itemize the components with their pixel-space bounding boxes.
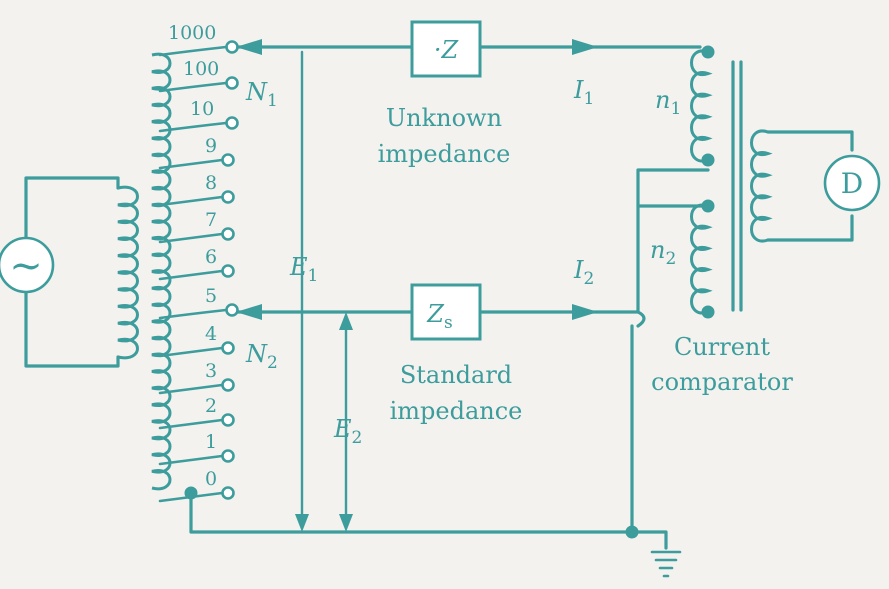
detector-label: D: [841, 167, 863, 200]
tap-lead: [158, 308, 228, 320]
voltage-indicators: [295, 50, 353, 532]
i1-arrow: [572, 39, 598, 55]
tap-terminal[interactable]: [221, 190, 235, 204]
tap-lead: [158, 81, 228, 93]
tap-label: 0: [205, 468, 217, 490]
tap-lead: [158, 45, 228, 57]
ac-source-symbol: ~: [9, 243, 43, 289]
tap-terminal[interactable]: [225, 303, 239, 317]
tap-label: 1: [205, 431, 217, 453]
tap-lead: [158, 121, 228, 133]
tap-terminal[interactable]: [221, 486, 235, 500]
unknown-impedance-label: ·Z: [434, 36, 460, 64]
ac-source-icon: [0, 236, 55, 294]
n1-turns-label: N1: [245, 78, 278, 111]
unknown-impedance-branch: ·Z Unknown impedance: [236, 20, 702, 168]
tap-lead: [158, 383, 224, 395]
tap-terminal[interactable]: [221, 378, 235, 392]
tap-lead: [158, 454, 224, 466]
unknown-caption-line1: Unknown: [386, 104, 502, 132]
n2-coil-label: n2: [650, 236, 676, 269]
tap-lead: [158, 232, 224, 244]
tap-terminal[interactable]: [221, 264, 235, 278]
standard-impedance-label: Zs: [426, 300, 452, 333]
tap-lead: [158, 158, 224, 170]
comparator-caption-line2: comparator: [651, 368, 793, 396]
tap-label: 3: [205, 360, 217, 382]
tapped-winding-coil: [151, 52, 172, 491]
tap-lead: [158, 418, 224, 430]
tap-lead: [158, 269, 224, 281]
tap-label: 100: [183, 58, 219, 80]
e1-top-arrow: [236, 39, 262, 55]
e2-top-arrow: [236, 304, 262, 320]
tap-terminal[interactable]: [225, 116, 239, 130]
primary-winding-coil: [117, 185, 139, 360]
tap-terminal[interactable]: [221, 449, 235, 463]
tap-label: 8: [205, 172, 217, 194]
n2-winding-coil: [690, 203, 713, 315]
tap-label: 1000: [168, 22, 216, 44]
ac-source-loop: ~: [0, 176, 139, 368]
standard-impedance-box: [410, 283, 482, 341]
tap-terminal[interactable]: [225, 76, 239, 90]
tap-label: 4: [205, 323, 217, 345]
comparator-caption-line1: Current: [674, 333, 770, 361]
tap-terminal[interactable]: [221, 153, 235, 167]
tap-lead: [158, 195, 224, 207]
tap-terminal[interactable]: [221, 341, 235, 355]
tap-label: 2: [205, 395, 217, 417]
i2-arrow: [572, 304, 598, 320]
standard-impedance-branch: Zs Standard impedance: [236, 283, 646, 425]
n1-coil-label: n1: [655, 86, 681, 119]
unknown-impedance-box: [410, 20, 482, 78]
current-comparator: D Current comparator: [625, 45, 881, 578]
tap-terminal[interactable]: [221, 227, 235, 241]
tap-label: 5: [205, 285, 217, 307]
e2-voltage-label: E2: [333, 415, 362, 448]
comparator-core: [731, 60, 743, 312]
unknown-caption-line2: impedance: [378, 140, 511, 168]
tap-label: 6: [205, 246, 217, 268]
n1-winding-coil: [690, 49, 713, 163]
e1-voltage-label: E1: [289, 253, 318, 286]
i2-current-label: I2: [573, 256, 594, 289]
tap-terminal[interactable]: [225, 40, 239, 54]
detector-icon: [823, 154, 881, 212]
n2-turns-label: N2: [245, 340, 278, 373]
tap-label: 9: [205, 135, 217, 157]
i1-current-label: I1: [573, 76, 594, 109]
standard-caption-line1: Standard: [400, 361, 512, 389]
tap-lead: [158, 346, 224, 358]
tap-label: 10: [190, 98, 214, 120]
tap-terminal[interactable]: [221, 413, 235, 427]
detector-winding-coil: [750, 129, 773, 243]
tap-label: 7: [205, 209, 217, 231]
standard-caption-line2: impedance: [390, 397, 523, 425]
